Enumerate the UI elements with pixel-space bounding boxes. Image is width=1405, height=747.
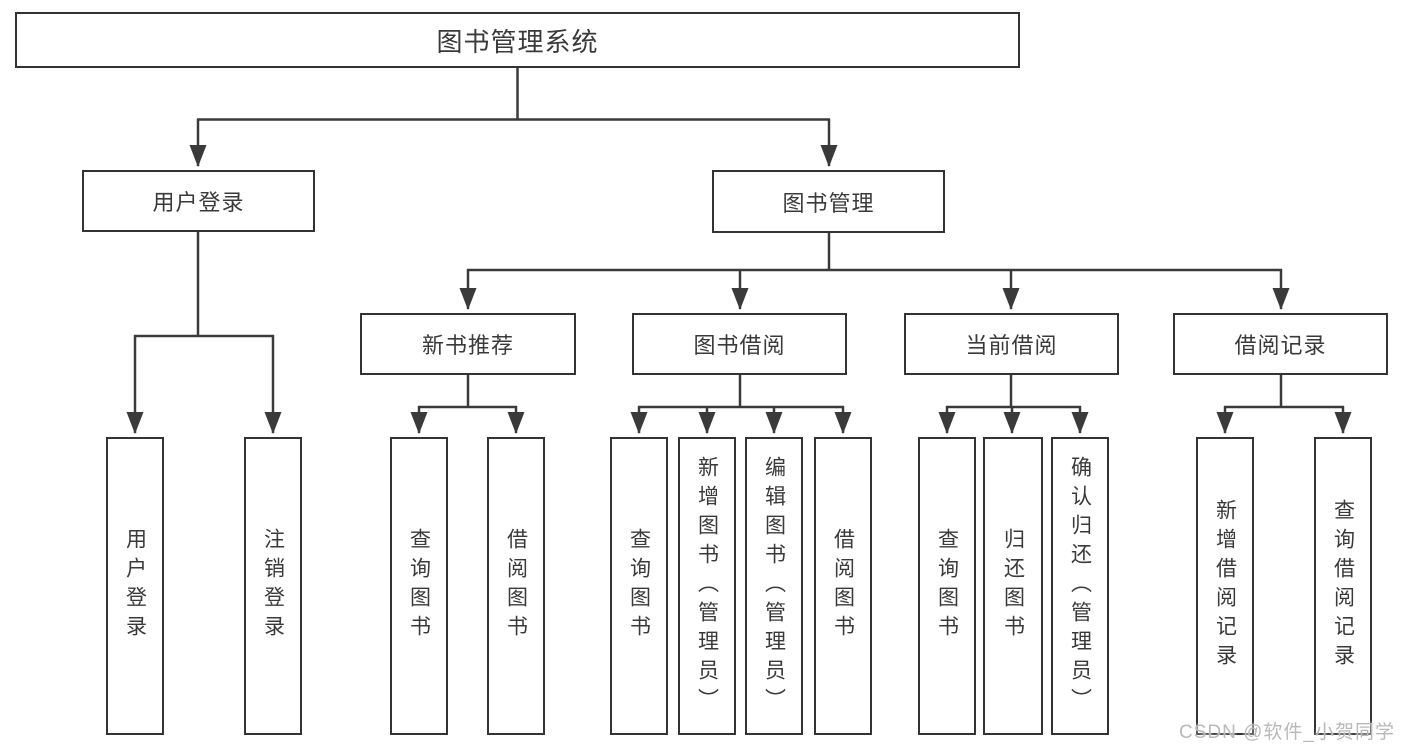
leaf-edit-books-admin: 编辑图书（管理员） [745, 437, 803, 735]
node-user-login-label: 用户登录 [152, 190, 245, 215]
leaf-logout-login-label: 注销登录 [261, 528, 285, 644]
leaf-return-books: 归还图书 [983, 437, 1043, 735]
node-library-system: 图书管理系统 [15, 12, 1020, 68]
leaf-add-borrow-record: 新增借阅记录 [1196, 437, 1254, 735]
node-book-borrowing-label: 图书借阅 [693, 333, 786, 358]
node-book-management: 图书管理 [712, 170, 945, 233]
leaf-user-login: 用户登录 [106, 437, 164, 735]
leaf-add-borrow-record-label: 新增借阅记录 [1213, 499, 1237, 673]
leaf-edit-books-admin-label: 编辑图书（管理员） [762, 455, 786, 717]
leaf-query-books-borrow: 查询图书 [610, 437, 668, 735]
leaf-add-books-admin-label: 新增图书（管理员） [695, 455, 719, 717]
leaf-borrow-books-label: 借阅图书 [831, 528, 855, 644]
node-borrowing-records: 借阅记录 [1173, 313, 1388, 375]
leaf-user-login-label: 用户登录 [123, 528, 147, 644]
leaf-confirm-return-admin-label: 确认归还（管理员） [1068, 455, 1092, 717]
node-library-system-label: 图书管理系统 [436, 26, 599, 57]
leaf-logout-login: 注销登录 [244, 437, 302, 735]
leaf-query-borrow-record: 查询借阅记录 [1314, 437, 1372, 735]
node-book-borrowing: 图书借阅 [632, 313, 847, 375]
leaf-query-borrow-record-label: 查询借阅记录 [1331, 499, 1355, 673]
node-borrowing-records-label: 借阅记录 [1234, 333, 1327, 358]
leaf-query-books-recommend-label: 查询图书 [407, 528, 431, 644]
leaf-add-books-admin: 新增图书（管理员） [678, 437, 736, 735]
leaf-borrow-books-recommend: 借阅图书 [487, 437, 545, 735]
leaf-borrow-books: 借阅图书 [814, 437, 872, 735]
node-current-borrowing: 当前借阅 [904, 313, 1119, 375]
node-new-book-recommendation: 新书推荐 [360, 313, 576, 375]
node-user-login: 用户登录 [82, 170, 315, 232]
leaf-query-books-current: 查询图书 [918, 437, 976, 735]
leaf-query-books-current-label: 查询图书 [935, 528, 959, 644]
leaf-return-books-label: 归还图书 [1001, 528, 1025, 644]
node-current-borrowing-label: 当前借阅 [965, 333, 1058, 358]
leaf-borrow-books-recommend-label: 借阅图书 [504, 528, 528, 644]
node-new-book-recommendation-label: 新书推荐 [421, 333, 514, 358]
csdn-watermark: CSDN @软件_小贺同学 [1179, 722, 1395, 743]
leaf-query-books-recommend: 查询图书 [390, 437, 448, 735]
node-book-management-label: 图书管理 [782, 190, 875, 216]
leaf-confirm-return-admin: 确认归还（管理员） [1051, 437, 1109, 735]
leaf-query-books-borrow-label: 查询图书 [627, 528, 651, 644]
